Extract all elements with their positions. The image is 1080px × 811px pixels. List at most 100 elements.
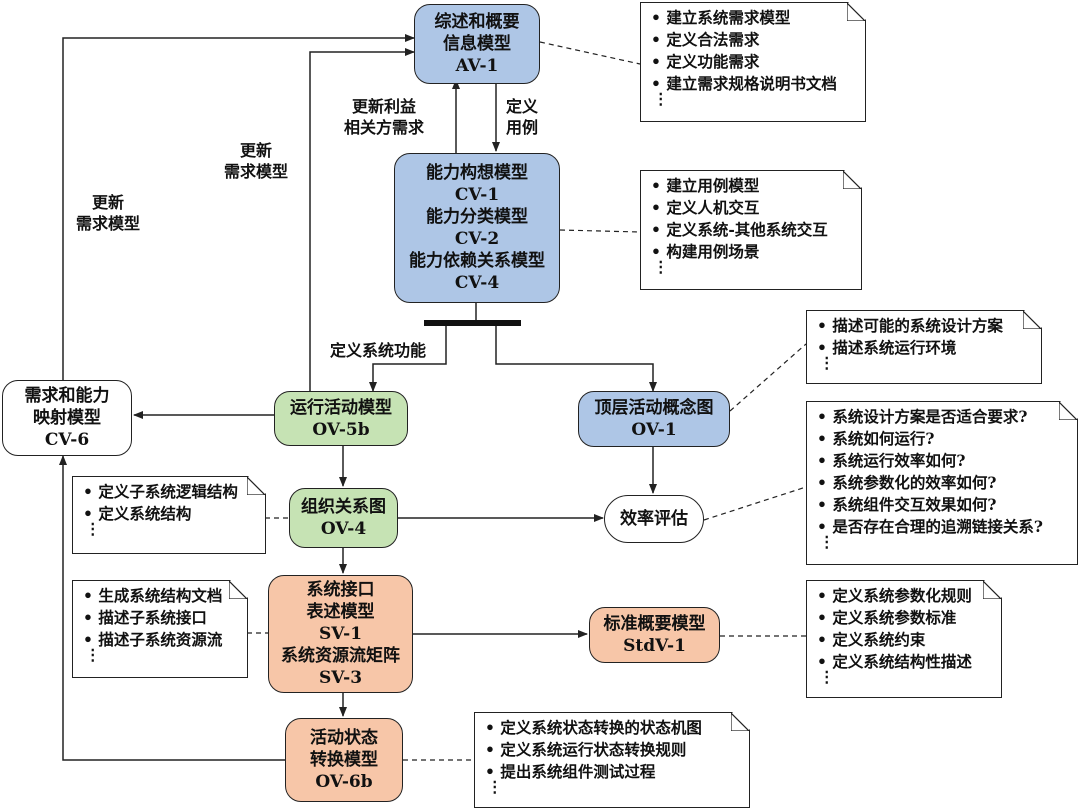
- node-stdv1-line: 标准概要模型: [603, 614, 706, 634]
- label-line: 更新: [92, 193, 125, 212]
- label-line: 需求模型: [76, 214, 141, 233]
- note-item: 建立需求规格说明书文档: [651, 73, 865, 95]
- note-item: 提出系统组件测试过程: [485, 761, 749, 783]
- more-ellipsis: ⋮: [819, 667, 835, 686]
- more-ellipsis: ⋮: [819, 353, 835, 372]
- node-av1[interactable]: 综述和概要 信息模型 AV-1: [414, 4, 540, 84]
- dash-eval-note: [703, 486, 807, 521]
- fold-corner: [229, 581, 247, 599]
- label-line: 用例: [506, 118, 539, 137]
- node-eval-line: 效率评估: [620, 509, 688, 529]
- note-item: 是否存在合理的追溯链接关系?: [817, 516, 1077, 538]
- more-ellipsis: ⋮: [85, 645, 101, 664]
- note-av1: 建立系统需求模型 定义合法需求 定义功能需求 建立需求规格说明书文档 ⋮: [640, 2, 866, 122]
- node-sv-line: 表述模型: [306, 602, 375, 622]
- note-item: 定义系统结构: [83, 503, 265, 525]
- node-cv[interactable]: 能力构想模型 CV-1 能力分类模型 CV-2 能力依赖关系模型 CV-4: [394, 153, 560, 303]
- node-sv-line: 系统资源流矩阵: [281, 646, 400, 666]
- node-cv-line: CV-2: [454, 229, 500, 249]
- fold-corner: [1059, 402, 1077, 420]
- dash-av1-note: [539, 41, 641, 65]
- node-ov6b[interactable]: 活动状态 转换模型 OV-6b: [285, 718, 403, 802]
- node-cv-line: CV-1: [454, 185, 500, 205]
- node-ov5b[interactable]: 运行活动模型 OV-5b: [274, 391, 408, 446]
- node-cv-line: 能力分类模型: [426, 207, 528, 227]
- node-ov1-line: OV-1: [631, 420, 677, 440]
- label-define-func: 定义系统功能: [330, 341, 427, 360]
- label-line: 定义: [506, 97, 539, 116]
- note-item: 定义系统参数标准: [817, 607, 1001, 629]
- note-item: 定义功能需求: [651, 51, 865, 73]
- note-item: 定义系统约束: [817, 629, 1001, 651]
- fold-corner: [731, 713, 749, 731]
- note-item: 系统运行效率如何?: [817, 450, 1077, 472]
- label-line: 更新: [240, 141, 273, 160]
- label-update-req-2: 更新 需求模型: [76, 192, 140, 234]
- note-cv: 建立用例模型 定义人机交互 定义系统-其他系统交互 构建用例场景 ⋮: [640, 170, 862, 290]
- node-ov6b-line: 活动状态: [310, 728, 378, 748]
- node-sv-line: SV-1: [318, 624, 363, 644]
- dash-cv-note: [559, 229, 641, 233]
- more-ellipsis: ⋮: [653, 89, 669, 108]
- fold-corner: [983, 581, 1001, 599]
- note-ov1: 描述可能的系统设计方案 描述系统运行环境 ⋮: [806, 310, 1042, 384]
- node-ov1-line: 顶层活动概念图: [594, 398, 714, 418]
- note-item: 定义合法需求: [651, 29, 865, 51]
- note-item: 描述子系统资源流: [83, 629, 247, 651]
- arrow-ov5b-to-av1: [309, 48, 415, 391]
- note-ov6b: 定义系统状态转换的状态机图 定义系统运行状态转换规则 提出系统组件测试过程 ⋮: [474, 712, 750, 808]
- note-item: 建立用例模型: [651, 175, 861, 197]
- label-line: 相关方需求: [344, 118, 425, 137]
- note-item: 系统如何运行?: [817, 428, 1077, 450]
- note-item: 生成系统结构文档: [83, 585, 247, 607]
- node-av1-line: 信息模型: [443, 34, 511, 54]
- label-update-stakeholder: 更新利益 相关方需求: [344, 96, 424, 138]
- note-stdv1: 定义系统参数化规则 定义系统参数标准 定义系统约束 定义系统结构性描述 ⋮: [806, 580, 1002, 698]
- note-item: 建立系统需求模型: [651, 7, 865, 29]
- node-sv[interactable]: 系统接口 表述模型 SV-1 系统资源流矩阵 SV-3: [268, 575, 413, 693]
- fold-corner: [847, 3, 865, 21]
- note-item: 定义系统参数化规则: [817, 585, 1001, 607]
- note-item: 构建用例场景: [651, 241, 861, 263]
- node-cv-line: 能力依赖关系模型: [409, 251, 545, 271]
- note-item: 描述可能的系统设计方案: [817, 315, 1041, 337]
- more-ellipsis: ⋮: [819, 532, 835, 551]
- dash-ov1-note: [729, 343, 807, 412]
- fold-corner: [843, 171, 861, 189]
- node-sv-line: 系统接口: [306, 580, 375, 600]
- note-item: 定义人机交互: [651, 197, 861, 219]
- node-cv6-line: 映射模型: [33, 408, 101, 428]
- node-ov4[interactable]: 组织关系图 OV-4: [289, 488, 398, 548]
- node-ov6b-line: 转换模型: [310, 750, 378, 770]
- note-item: 定义系统状态转换的状态机图: [485, 717, 749, 739]
- fold-corner: [1023, 311, 1041, 329]
- note-item: 系统组件交互效果如何?: [817, 494, 1077, 516]
- node-cv-line: 能力构想模型: [426, 163, 528, 183]
- more-ellipsis: ⋮: [487, 777, 503, 796]
- label-update-req-1: 更新 需求模型: [224, 140, 288, 182]
- note-item: 定义子系统逻辑结构: [83, 481, 265, 503]
- arrow-ov6b-to-cv6: [59, 455, 285, 761]
- note-item: 描述子系统接口: [83, 607, 247, 629]
- node-eval[interactable]: 效率评估: [604, 495, 704, 543]
- node-ov5b-line: OV-5b: [312, 419, 370, 440]
- label-line: 需求模型: [224, 162, 289, 181]
- node-ov1[interactable]: 顶层活动概念图 OV-1: [578, 391, 730, 447]
- arrow-bar-to-ov1: [495, 324, 657, 392]
- more-ellipsis: ⋮: [85, 519, 101, 538]
- note-item: 定义系统运行状态转换规则: [485, 739, 749, 761]
- label-define-usecase: 定义 用例: [506, 96, 538, 138]
- note-eval: 系统设计方案是否适合要求? 系统如何运行? 系统运行效率如何? 系统参数化的效率…: [806, 401, 1078, 565]
- node-stdv1-line: StdV-1: [623, 636, 686, 656]
- node-cv6-line: CV-6: [44, 430, 90, 450]
- note-item: 描述系统运行环境: [817, 337, 1041, 359]
- node-cv-line: CV-4: [454, 273, 500, 293]
- node-stdv1[interactable]: 标准概要模型 StdV-1: [589, 607, 720, 663]
- node-ov5b-line: 运行活动模型: [290, 397, 392, 418]
- note-ov4: 定义子系统逻辑结构 定义系统结构 ⋮: [72, 476, 266, 554]
- node-cv6[interactable]: 需求和能力 映射模型 CV-6: [2, 380, 132, 456]
- arrow-bar-to-ov5b: [369, 324, 447, 392]
- node-sv-line: SV-3: [318, 668, 363, 688]
- note-item: 定义系统-其他系统交互: [651, 219, 861, 241]
